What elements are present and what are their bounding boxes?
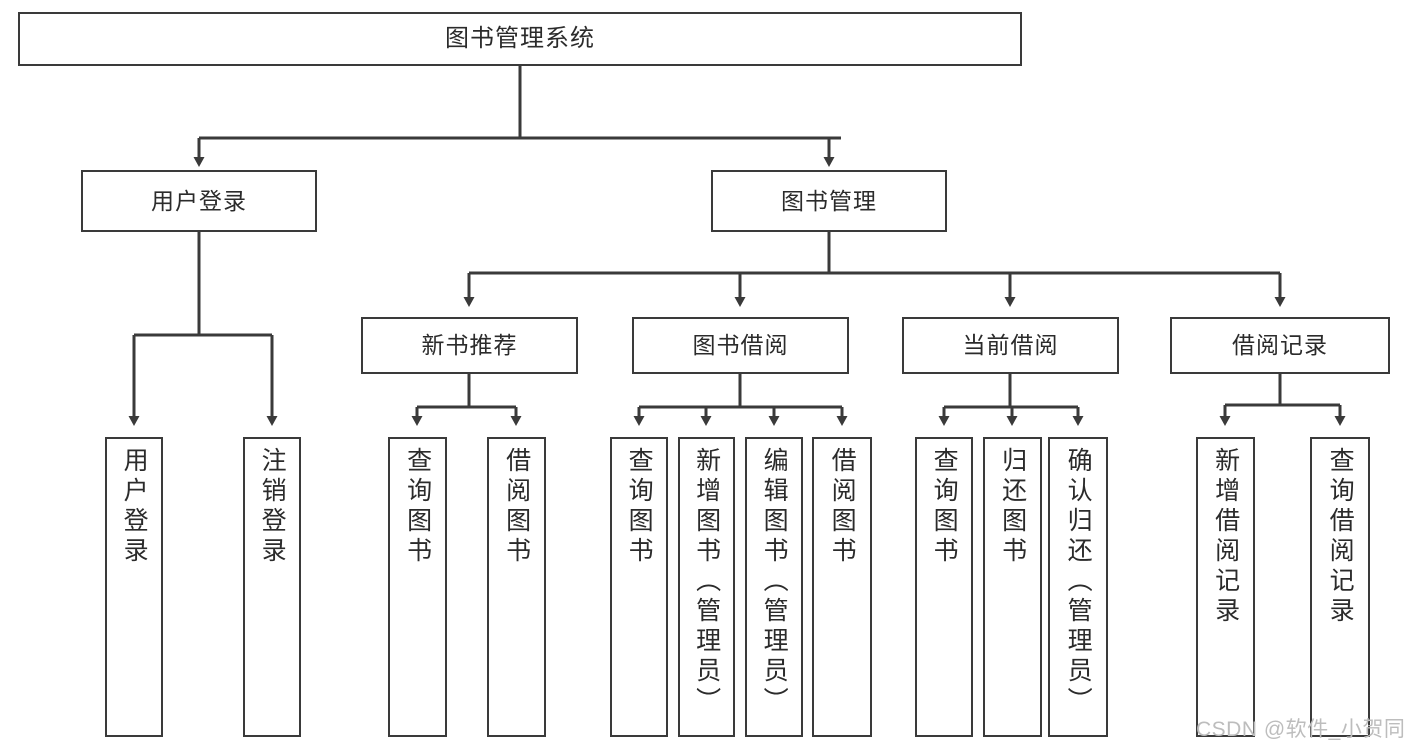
node-user-login[interactable]: 用户登录: [81, 170, 317, 232]
leaf-record-query[interactable]: 查询借阅记录: [1310, 437, 1370, 737]
node-label: 借阅图书: [828, 447, 857, 567]
node-label: 查询图书: [625, 447, 654, 567]
leaf-borrow-borrow-book[interactable]: 借阅图书: [812, 437, 872, 737]
leaf-user-login-login[interactable]: 用户登录: [105, 437, 163, 737]
node-label: 查询图书: [403, 447, 432, 567]
leaf-borrow-query-book[interactable]: 查询图书: [610, 437, 668, 737]
node-label: 借阅图书: [502, 447, 531, 567]
leaf-current-confirm-return-admin[interactable]: 确认归还（管理员）: [1048, 437, 1108, 737]
node-label: 编辑图书（管理员）: [760, 447, 789, 717]
node-book-borrow[interactable]: 图书借阅: [632, 317, 849, 374]
node-current-borrow[interactable]: 当前借阅: [902, 317, 1119, 374]
node-label: 图书管理系统: [445, 25, 595, 52]
node-label: 当前借阅: [962, 332, 1059, 359]
node-label: 查询图书: [930, 447, 959, 567]
node-label: 归还图书: [998, 447, 1027, 567]
node-new-book-recommend[interactable]: 新书推荐: [361, 317, 578, 374]
node-label: 用户登录: [151, 187, 247, 214]
leaf-current-return-book[interactable]: 归还图书: [983, 437, 1042, 737]
node-label: 新书推荐: [421, 332, 518, 359]
node-label: 图书管理: [781, 187, 877, 214]
node-label: 查询借阅记录: [1326, 447, 1355, 627]
node-borrow-record[interactable]: 借阅记录: [1170, 317, 1390, 374]
node-label: 图书借阅: [692, 332, 789, 359]
leaf-user-login-logout[interactable]: 注销登录: [243, 437, 301, 737]
node-label: 新增借阅记录: [1211, 447, 1240, 627]
node-label: 借阅记录: [1232, 332, 1328, 359]
node-book-management[interactable]: 图书管理: [711, 170, 947, 232]
leaf-new-book-borrow[interactable]: 借阅图书: [487, 437, 546, 737]
leaf-current-query-book[interactable]: 查询图书: [915, 437, 973, 737]
node-label: 新增图书（管理员）: [692, 447, 721, 717]
leaf-new-book-query[interactable]: 查询图书: [388, 437, 447, 737]
leaf-record-add[interactable]: 新增借阅记录: [1196, 437, 1255, 737]
node-root-system[interactable]: 图书管理系统: [18, 12, 1022, 66]
csdn-watermark: CSDN @软件_小贺同学: [1196, 718, 1405, 741]
node-label: 注销登录: [258, 447, 287, 567]
node-label: 用户登录: [120, 447, 149, 567]
leaf-borrow-add-book-admin[interactable]: 新增图书（管理员）: [678, 437, 735, 737]
node-label: 确认归还（管理员）: [1064, 447, 1093, 717]
leaf-borrow-edit-book-admin[interactable]: 编辑图书（管理员）: [745, 437, 803, 737]
